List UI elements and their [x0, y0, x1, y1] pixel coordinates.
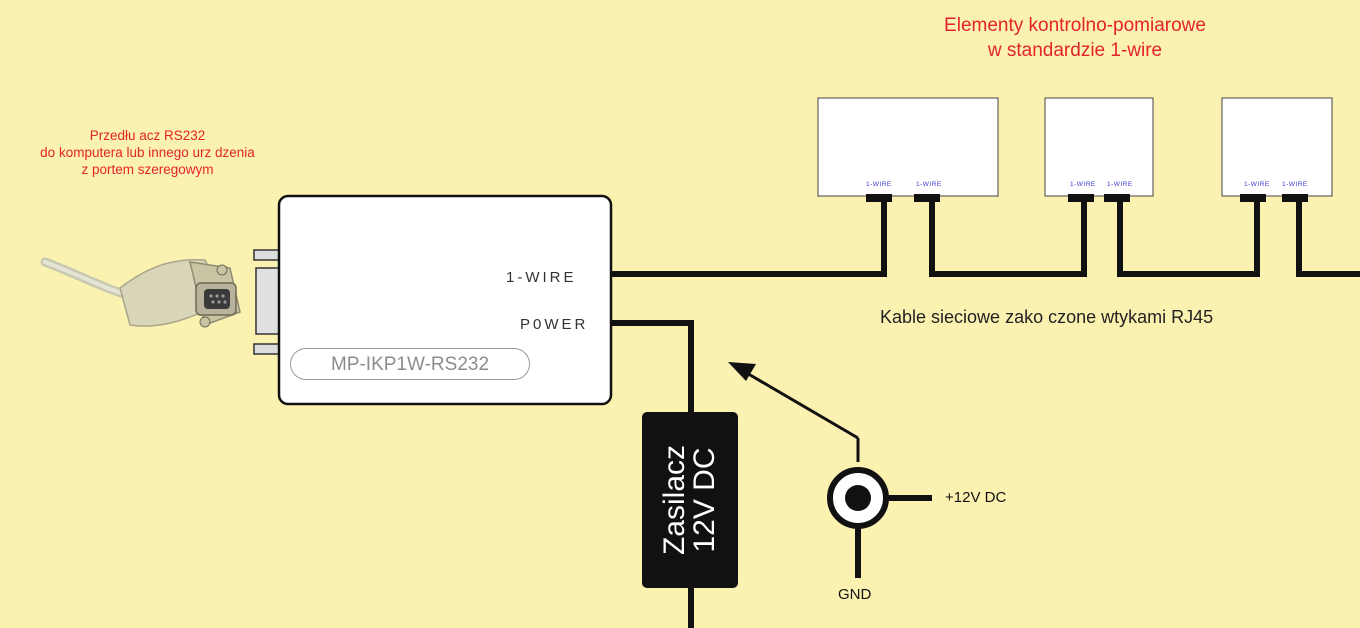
sensor-1-port-b: 1-WIRE [916, 181, 942, 188]
power-supply-label: Zasilacz 12V DC [642, 415, 738, 585]
gnd-label: GND [838, 586, 872, 603]
rs232-caption-line3: z portem szeregowym [81, 162, 214, 177]
sensors-title: Elementy kontrolno-pomiarowe w standardz… [880, 13, 1270, 63]
dc-jack-icon [827, 467, 932, 578]
db9-connector-icon [40, 257, 241, 328]
cable-caption: Kable sieciowe zako czone wtykami RJ45 [880, 307, 1214, 327]
one-wire-bus [611, 196, 1360, 277]
power-supply-line1: Zasilacz [658, 444, 691, 556]
power-supply-line2: 12V DC [688, 447, 721, 553]
rj45-plugs [866, 194, 1308, 202]
plus-12v-label: +12V DC [945, 489, 1007, 506]
sensor-3-port-a: 1-WIRE [1244, 181, 1270, 188]
port-label-1wire: 1-WIRE [506, 269, 577, 286]
sensors-title-line1: Elementy kontrolno-pomiarowe [944, 15, 1206, 36]
module-serial-port [253, 249, 281, 355]
sensor-box-1 [817, 97, 999, 197]
sensor-2-port-a: 1-WIRE [1070, 181, 1096, 188]
sensors-title-line2: w standardzie 1-wire [987, 40, 1163, 61]
sensor-3-port-b: 1-WIRE [1282, 181, 1308, 188]
arrow-icon [728, 362, 860, 462]
sensor-box-3 [1221, 97, 1333, 197]
sensor-box-2 [1044, 97, 1154, 197]
sensor-2-port-b: 1-WIRE [1107, 181, 1133, 188]
rs232-caption: Przedłu acz RS232 do komputera lub inneg… [0, 127, 295, 178]
rs232-caption-line2: do komputera lub innego urz dzenia [40, 145, 255, 160]
port-label-power: P0WER [520, 316, 589, 333]
power-supply-block [642, 412, 738, 588]
model-label: MP-IKP1W-RS232 [290, 348, 530, 380]
sensor-1-port-a: 1-WIRE [866, 181, 892, 188]
rs232-caption-line1: Przedłu acz RS232 [89, 128, 206, 143]
converter-module-box [277, 194, 613, 406]
